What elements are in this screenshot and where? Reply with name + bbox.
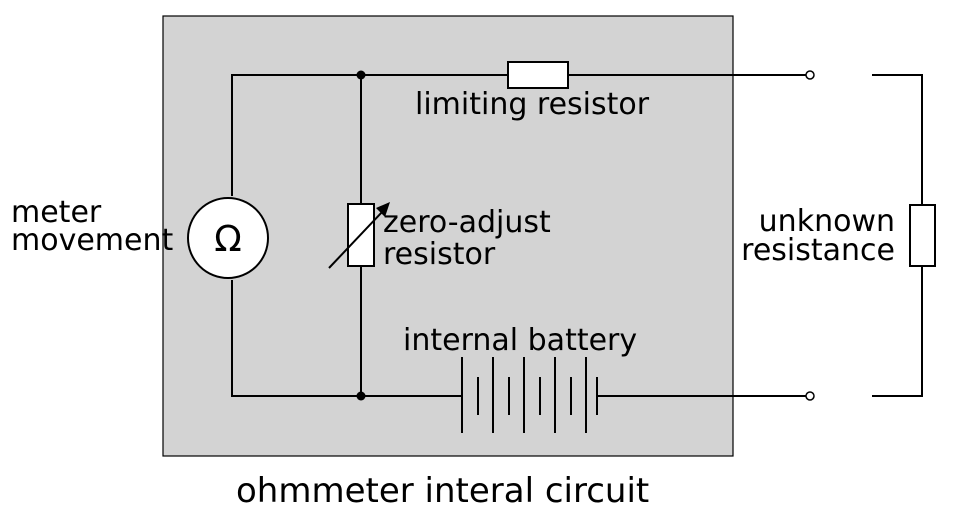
meter-movement-label-line2: movement xyxy=(11,223,173,258)
zero-adjust-label-line1: zero-adjust xyxy=(383,205,551,240)
internal-battery-symbol xyxy=(461,357,598,433)
meter-omega-symbol: Ω xyxy=(214,219,242,260)
zero-adjust-label-line2: resistor xyxy=(383,237,496,272)
limiting-resistor-label: limiting resistor xyxy=(415,87,650,122)
junction-dot-top xyxy=(356,70,366,80)
junction-dot-bottom xyxy=(356,391,366,401)
circuit-wires xyxy=(231,74,806,397)
unknown-resistance-leads xyxy=(872,74,923,397)
internal-battery-label: internal battery xyxy=(403,323,637,358)
variable-arrow-icon xyxy=(328,202,390,269)
meter-movement-label-line1: meter xyxy=(11,195,102,230)
limiting-resistor-symbol xyxy=(507,61,569,89)
unknown-resistance-symbol xyxy=(909,204,936,267)
unknown-resistance-label-line2: resistance xyxy=(741,233,895,268)
diagram-caption: ohmmeter interal circuit xyxy=(236,471,649,511)
unknown-resistance-label-line1: unknown xyxy=(759,204,895,239)
meter-movement-symbol xyxy=(187,197,269,279)
terminal-top xyxy=(805,70,815,80)
terminal-bottom xyxy=(805,391,815,401)
